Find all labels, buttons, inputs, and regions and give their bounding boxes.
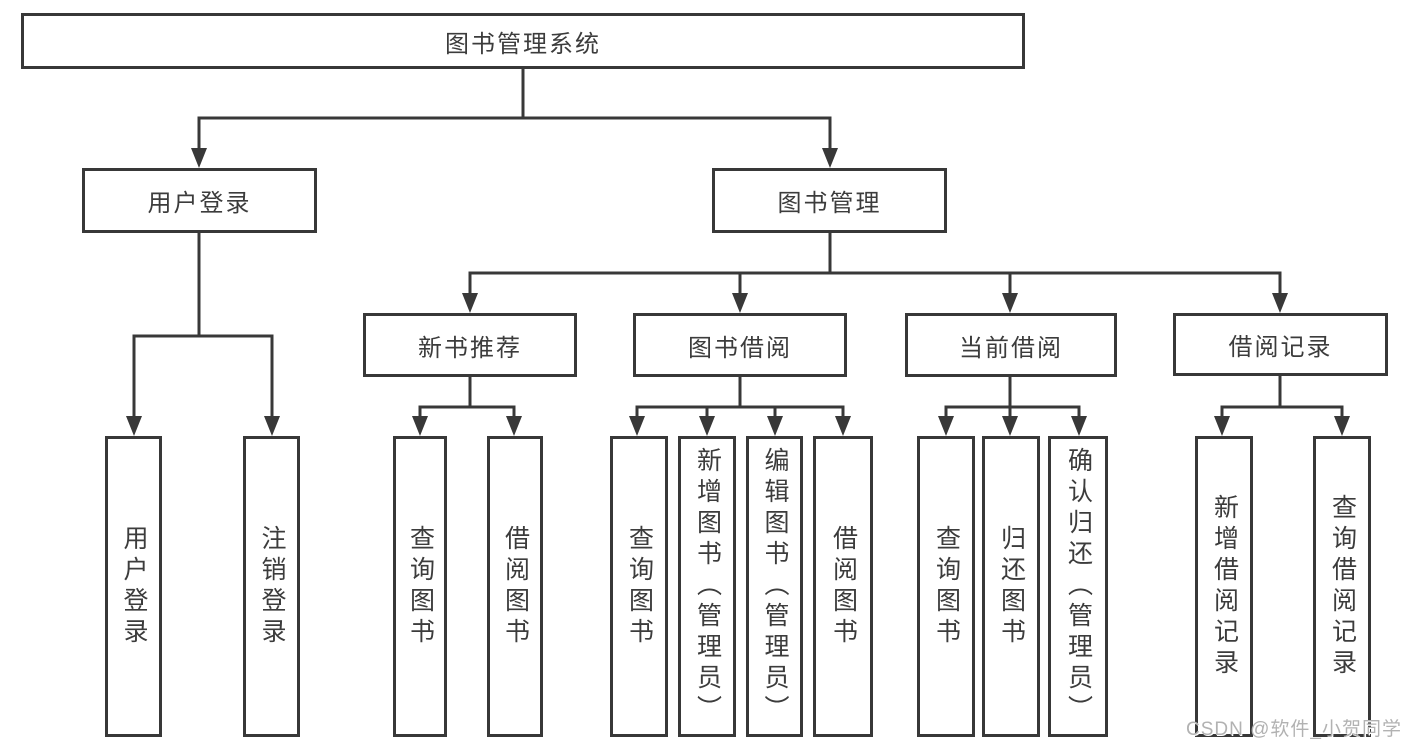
leaf-borrow-books-borrowing: 借阅图书 [813, 436, 873, 737]
leaf-confirm-return-admin: 确认归还（管理员） [1048, 436, 1108, 737]
connector-user-login-branch [126, 233, 280, 436]
leaf-borrow-books-borrowing-label: 借阅图书 [829, 524, 858, 649]
leaf-user-login-label: 用户登录 [120, 524, 148, 649]
leaf-logout-label: 注销登录 [258, 524, 286, 649]
leaf-edit-books-admin: 编辑图书（管理员） [746, 436, 803, 737]
connector-root-to-level2 [191, 69, 838, 168]
leaf-borrow-books-recommend: 借阅图书 [487, 436, 543, 737]
leaf-query-books-recommend: 查询图书 [393, 436, 447, 737]
connector-borrow-records-branch [1214, 376, 1350, 436]
leaf-query-borrow-record: 查询借阅记录 [1313, 436, 1371, 737]
connector-book-management-branch [462, 233, 1288, 313]
node-root-system: 图书管理系统 [21, 13, 1025, 69]
leaf-user-login: 用户登录 [105, 436, 162, 737]
node-user-login-label: 用户登录 [147, 190, 252, 217]
node-current-borrowing: 当前借阅 [905, 313, 1117, 377]
connector-new-book-branch [412, 377, 522, 436]
leaf-add-books-admin-label: 新增图书（管理员） [693, 447, 722, 726]
node-book-management: 图书管理 [712, 168, 947, 233]
leaf-query-borrow-record-label: 查询借阅记录 [1328, 493, 1357, 680]
leaf-add-borrow-record: 新增借阅记录 [1195, 436, 1253, 737]
node-current-borrowing-label: 当前借阅 [959, 334, 1063, 362]
leaf-logout: 注销登录 [243, 436, 300, 737]
node-user-login: 用户登录 [82, 168, 317, 233]
leaf-query-books-recommend-label: 查询图书 [406, 524, 435, 649]
node-new-book-recommend: 新书推荐 [363, 313, 577, 377]
leaf-query-books-current: 查询图书 [917, 436, 975, 737]
node-book-borrowing: 图书借阅 [633, 313, 847, 377]
csdn-watermark: CSDN @软件_小贺同学 [1186, 719, 1402, 740]
leaf-add-books-admin: 新增图书（管理员） [678, 436, 736, 737]
leaf-query-books-current-label: 查询图书 [932, 524, 961, 649]
connector-current-borrow-branch [938, 377, 1087, 436]
leaf-return-books-label: 归还图书 [997, 524, 1026, 649]
node-book-management-label: 图书管理 [777, 190, 882, 217]
node-borrowing-records-label: 借阅记录 [1228, 334, 1333, 361]
leaf-borrow-books-recommend-label: 借阅图书 [501, 524, 530, 649]
node-root-label: 图书管理系统 [445, 30, 601, 58]
node-new-book-recommend-label: 新书推荐 [418, 334, 522, 362]
leaf-return-books: 归还图书 [982, 436, 1040, 737]
leaf-confirm-return-admin-label: 确认归还（管理员） [1064, 447, 1093, 726]
node-book-borrowing-label: 图书借阅 [688, 334, 792, 362]
connector-book-borrow-branch [629, 377, 851, 436]
node-borrowing-records: 借阅记录 [1173, 313, 1388, 376]
leaf-add-borrow-record-label: 新增借阅记录 [1210, 493, 1239, 680]
leaf-query-books-borrowing: 查询图书 [610, 436, 668, 737]
leaf-edit-books-admin-label: 编辑图书（管理员） [761, 447, 789, 726]
leaf-query-books-borrowing-label: 查询图书 [625, 524, 654, 649]
